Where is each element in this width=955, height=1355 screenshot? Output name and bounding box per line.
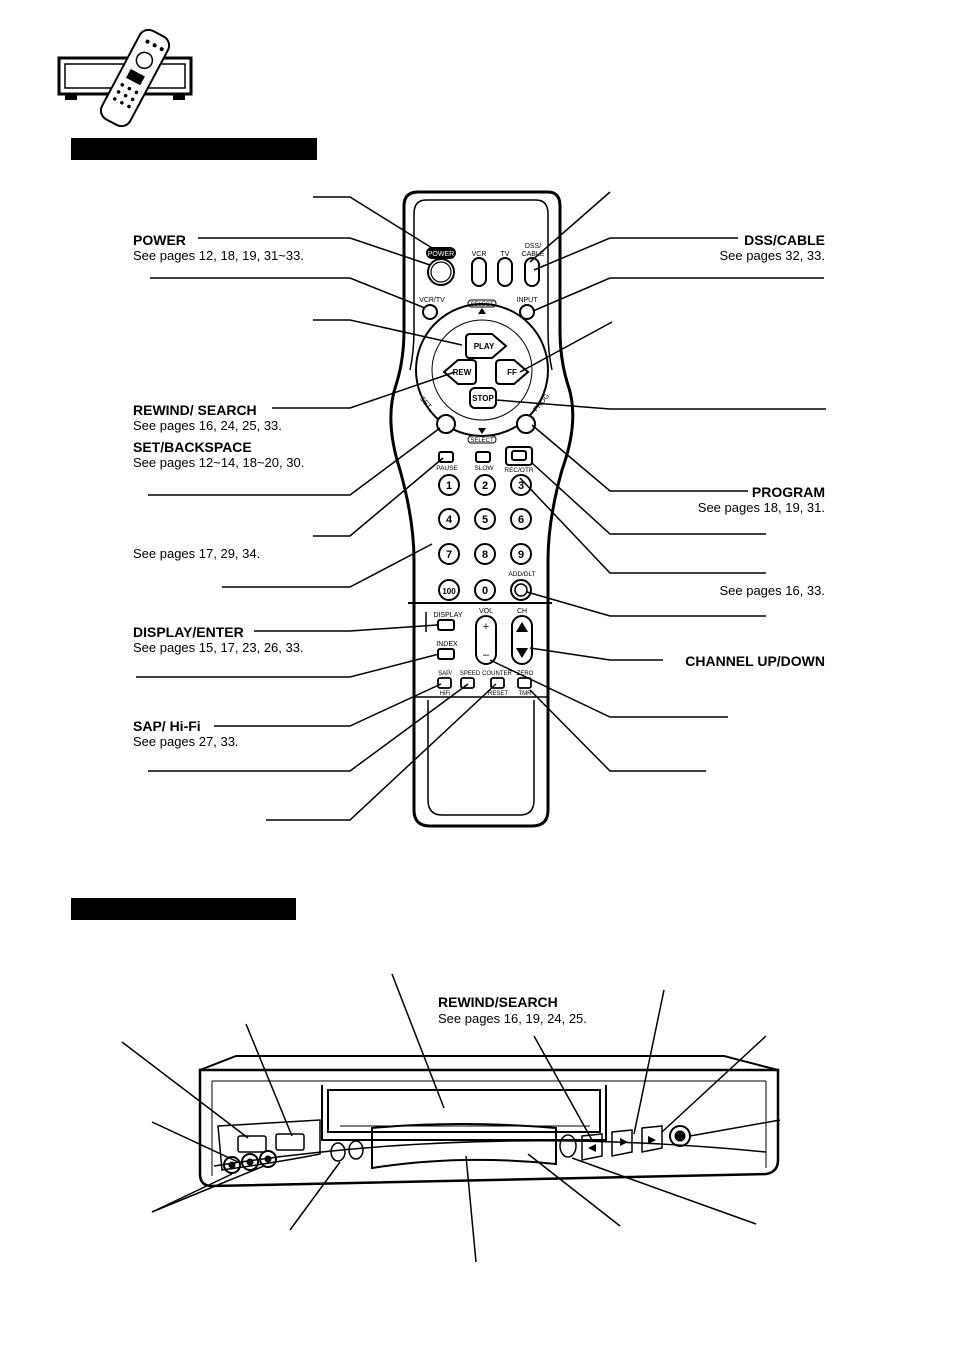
remote-key-100: 100 — [442, 587, 456, 596]
remote-key-sap-label: SAP/ — [438, 671, 452, 677]
label-front-rewind-search: REWIND/SEARCH — [438, 994, 558, 1010]
label-dss-cable: DSS/CABLE — [744, 232, 825, 248]
remote-key-zero-label: ZERO — [517, 671, 534, 677]
remote-control-illustration: POWER VCR TV DSS/ CABLE VCR/TV INPUT SEL… — [136, 190, 826, 828]
label-add-dlt-pages: See pages 16, 33. — [719, 583, 825, 598]
remote-key-vol-minus: – — [483, 649, 490, 661]
label-rewind-search-pages: See pages 16, 24, 25, 33. — [133, 418, 282, 433]
remote-key-rew-label: REW — [453, 368, 472, 377]
remote-key-2: 2 — [482, 480, 488, 492]
label-power-pages: See pages 12, 18, 19, 31~33. — [133, 248, 304, 263]
remote-key-slow-label: SLOW — [474, 465, 494, 472]
remote-key-ff-label: FF — [507, 368, 517, 377]
remote-key-7: 7 — [446, 549, 452, 561]
label-program-pages: See pages 18, 19, 31. — [697, 500, 825, 515]
remote-key-dss-label: DSS/ — [525, 243, 541, 250]
label-program: PROGRAM — [751, 484, 825, 500]
remote-key-8: 8 — [482, 549, 488, 561]
remote-key-pause-label: PAUSE — [436, 465, 458, 472]
label-set-backspace: SET/BACKSPACE — [133, 439, 252, 455]
remote-key-cable-label: CABLE — [522, 251, 545, 258]
remote-key-play-label: PLAY — [474, 342, 495, 351]
remote-key-1: 1 — [446, 480, 452, 492]
remote-key-add-dlt-label: ADD/DLT — [508, 571, 535, 578]
label-sap-hifi-pages: See pages 27, 33. — [133, 734, 239, 749]
label-display-enter-pages: See pages 15, 17, 23, 26, 33. — [133, 640, 304, 655]
vcr-front-panel-illustration — [121, 973, 781, 1263]
remote-key-vol-label: VOL — [479, 608, 493, 615]
remote-key-5: 5 — [482, 514, 488, 526]
vcr-remote-thumbnail-icon — [57, 28, 193, 128]
label-sap-hifi: SAP/ Hi-Fi — [133, 718, 201, 734]
label-number-keys-pages: See pages 17, 29, 34. — [133, 546, 261, 561]
remote-key-input-label: INPUT — [517, 297, 539, 304]
remote-key-tv-label: TV — [501, 251, 510, 258]
remote-section-heading-bar — [71, 138, 317, 160]
remote-key-set-label: SET — [418, 396, 433, 411]
label-power: POWER — [133, 232, 186, 248]
label-dss-cable-pages: See pages 32, 33. — [719, 248, 825, 263]
remote-key-9: 9 — [518, 549, 524, 561]
label-display-enter: DISPLAY/ENTER — [133, 624, 244, 640]
remote-key-display-label: DISPLAY — [433, 612, 462, 619]
remote-key-reset-label: RESET — [488, 691, 508, 697]
remote-key-counter-label: COUNTER — [482, 671, 512, 677]
remote-key-vol-plus: + — [483, 621, 489, 633]
remote-key-vcrtv-label: VCR/TV — [419, 297, 445, 304]
remote-key-hifi-label: HiFi — [440, 691, 451, 697]
remote-key-0: 0 — [482, 585, 488, 597]
label-channel-up-down: CHANNEL UP/DOWN — [685, 653, 825, 669]
remote-key-rec-label: REC/OTR — [504, 467, 534, 474]
front-panel-section-heading-bar — [71, 898, 296, 920]
remote-key-stop-label: STOP — [472, 394, 494, 403]
remote-key-index-label: INDEX — [436, 641, 458, 648]
remote-key-select-top-label: SELECT — [470, 302, 494, 308]
remote-key-4: 4 — [446, 514, 453, 526]
remote-key-speed-label: SPEED — [460, 671, 481, 677]
remote-key-power-label: POWER — [428, 251, 454, 258]
remote-key-vcr-label: VCR — [472, 251, 487, 258]
remote-key-6: 6 — [518, 514, 524, 526]
label-front-rewind-search-pages: See pages 16, 19, 24, 25. — [438, 1011, 587, 1026]
label-set-backspace-pages: See pages 12~14, 18~20, 30. — [133, 455, 305, 470]
remote-key-tmr-label: TMR — [519, 691, 533, 697]
label-rewind-search: REWIND/ SEARCH — [133, 402, 257, 418]
remote-key-ch-label: CH — [517, 608, 527, 615]
remote-key-3: 3 — [518, 480, 524, 492]
remote-key-select-bottom-label: SELECT — [470, 438, 494, 444]
